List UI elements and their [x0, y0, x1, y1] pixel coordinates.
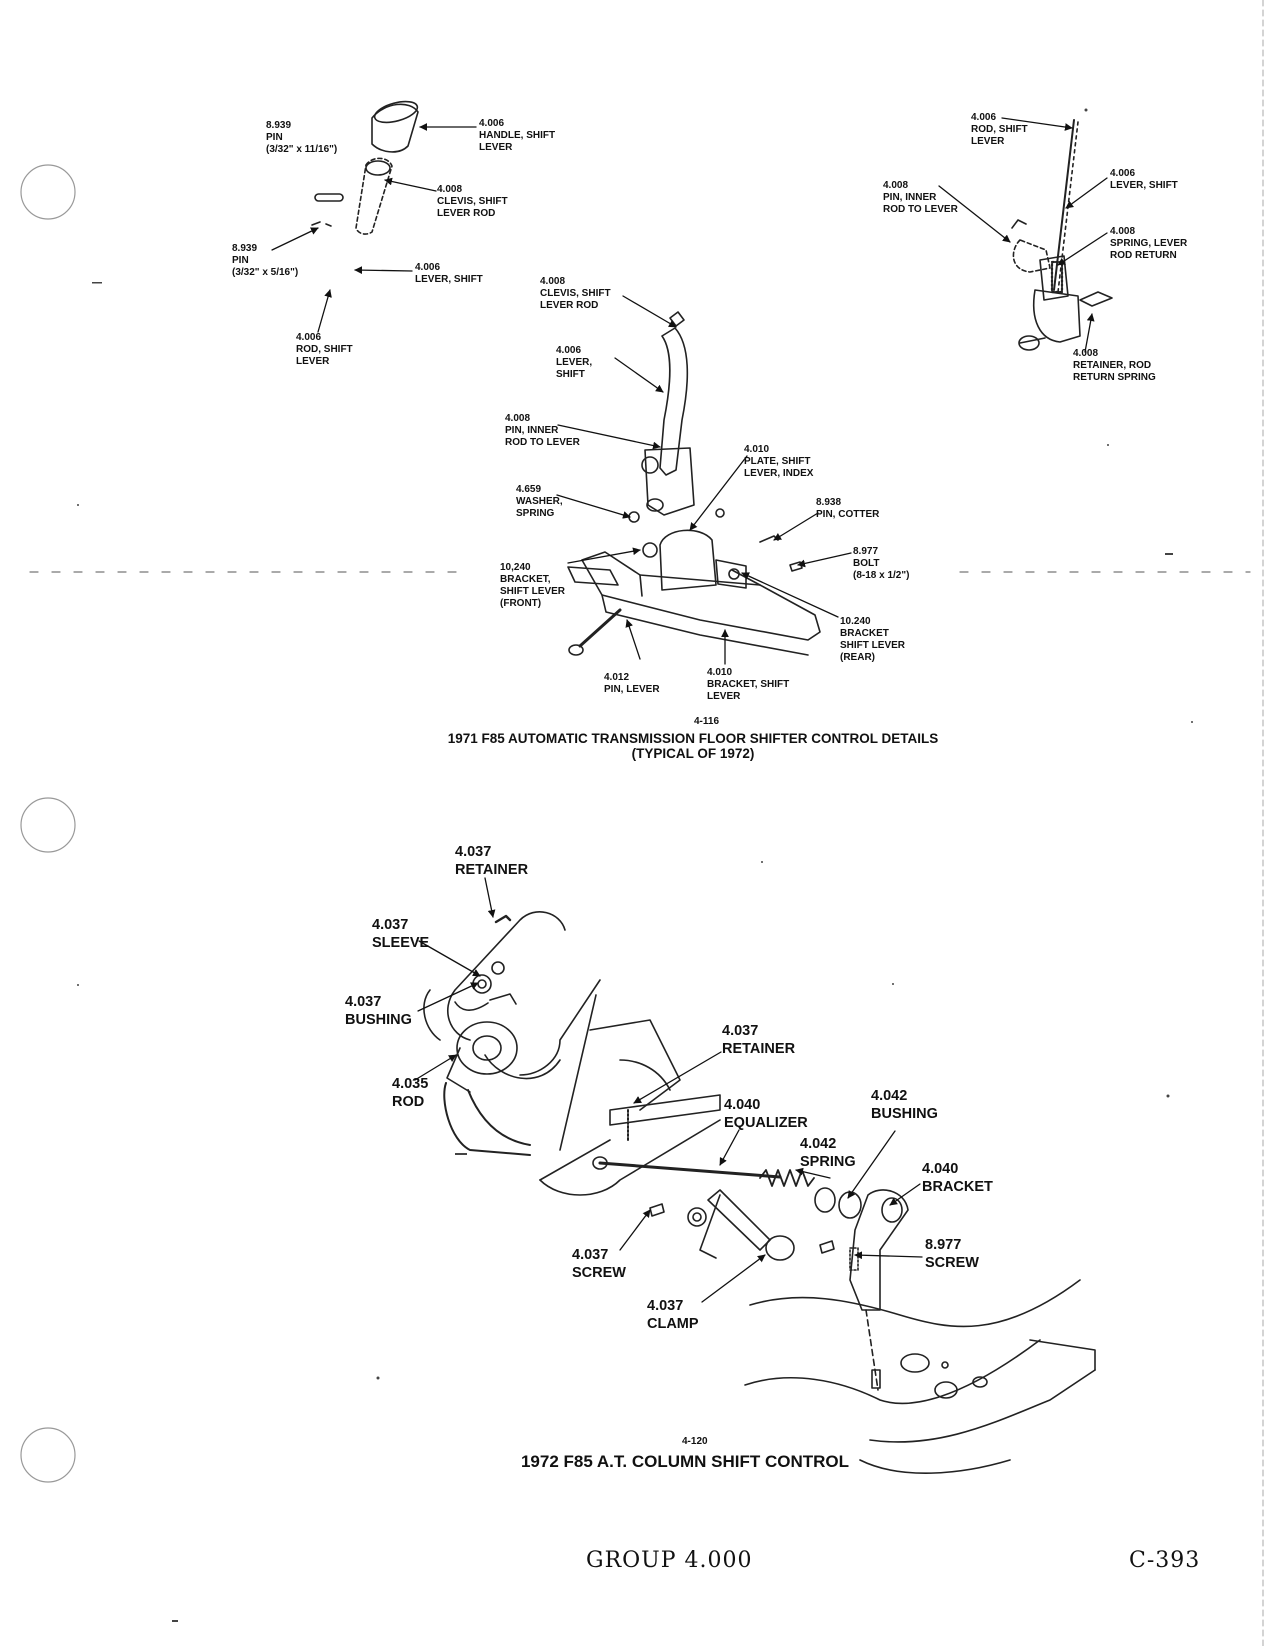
callout-bracket: 4.040 BRACKET [922, 1161, 993, 1195]
callout-spring-lever-rod-return: 4.008 SPRING, LEVER ROD RETURN [1110, 226, 1188, 261]
callout-screw-right: 8.977 SCREW [925, 1237, 979, 1271]
callout-equalizer: 4.040 EQUALIZER [724, 1097, 808, 1131]
figure-caption-top: 1971 F85 AUTOMATIC TRANSMISSION FLOOR SH… [447, 731, 939, 761]
callout-washer-spring: 4.659 WASHER, SPRING [516, 484, 563, 519]
callout-sleeve: 4.037 SLEEVE [372, 917, 430, 951]
callout-plate-index: 4.010 PLATE, SHIFT LEVER, INDEX [744, 444, 814, 479]
binder-hole-icon [20, 164, 76, 1483]
figure-number-bottom: 4-120 [682, 1436, 708, 1447]
figure-number-top: 4-116 [694, 716, 720, 727]
column-linkage-drawing [1011, 119, 1113, 351]
callout-pin-inner-rod-center: 4.008 PIN, INNER ROD TO LEVER [505, 413, 580, 448]
callout-bracket-shift-lever: 4.010 BRACKET, SHIFT LEVER [707, 667, 790, 702]
leader-lines [271, 117, 1108, 1303]
callout-pin-lever: 4.012 PIN, LEVER [604, 672, 660, 695]
callout-bracket-front: 10,240 BRACKET, SHIFT LEVER (FRONT) [500, 562, 566, 609]
floor-shifter-drawing [567, 311, 821, 656]
callout-lever-shift-right: 4.006 LEVER, SHIFT [1110, 168, 1178, 191]
callout-bracket-rear: 10.240 BRACKET SHIFT LEVER (REAR) [840, 616, 906, 663]
callout-pin-8939-top: 8.939 PIN (3/32" x 11/16") [266, 120, 338, 155]
callout-rod: 4.035 ROD [392, 1076, 429, 1110]
callout-lever-shift-left: 4.006 LEVER, SHIFT [415, 262, 483, 285]
callout-bolt: 8.977 BOLT (8-18 x 1/2") [853, 546, 910, 581]
column-shift-drawing [423, 911, 1096, 1474]
callout-retainer-equalizer: 4.037 RETAINER [722, 1023, 796, 1057]
callout-pin-cotter: 8.938 PIN, COTTER [816, 497, 880, 520]
callout-bushing-right: 4.042 BUSHING [871, 1088, 938, 1122]
callout-clevis-center: 4.008 CLEVIS, SHIFT LEVER ROD [540, 276, 611, 311]
page-number: C-393 [1129, 1548, 1201, 1573]
callout-rod-shift-lever-right: 4.006 ROD, SHIFT LEVER [971, 112, 1028, 147]
callout-pin-inner-rod-right: 4.008 PIN, INNER ROD TO LEVER [883, 180, 958, 215]
callout-rod-shift-lever-left: 4.006 ROD, SHIFT LEVER [296, 332, 353, 367]
callout-retainer-rod-return-spring: 4.008 RETAINER, ROD RETURN SPRING [1073, 348, 1156, 383]
callout-clamp: 4.037 CLAMP [647, 1298, 699, 1332]
callout-spring: 4.042 SPRING [800, 1136, 856, 1170]
callout-retainer-top: 4.037 RETAINER [455, 844, 529, 878]
print-specks [77, 108, 1193, 1622]
callout-bushing-left: 4.037 BUSHING [345, 994, 412, 1028]
callout-pin-8939-lower: 8.939 PIN (3/32" x 5/16") [232, 243, 299, 278]
callout-screw-left: 4.037 SCREW [572, 1247, 626, 1281]
callout-clevis-shift-lever-rod: 4.008 CLEVIS, SHIFT LEVER ROD [437, 184, 508, 219]
shift-handle-drawing [311, 100, 419, 235]
group-number: GROUP 4.000 [586, 1548, 753, 1573]
callout-lever-shift-center: 4.006 LEVER, SHIFT [556, 345, 593, 380]
figure-caption-bottom: 1972 F85 A.T. COLUMN SHIFT CONTROL [520, 1452, 850, 1471]
callout-handle-shift-lever: 4.006 HANDLE, SHIFT LEVER [479, 118, 556, 153]
